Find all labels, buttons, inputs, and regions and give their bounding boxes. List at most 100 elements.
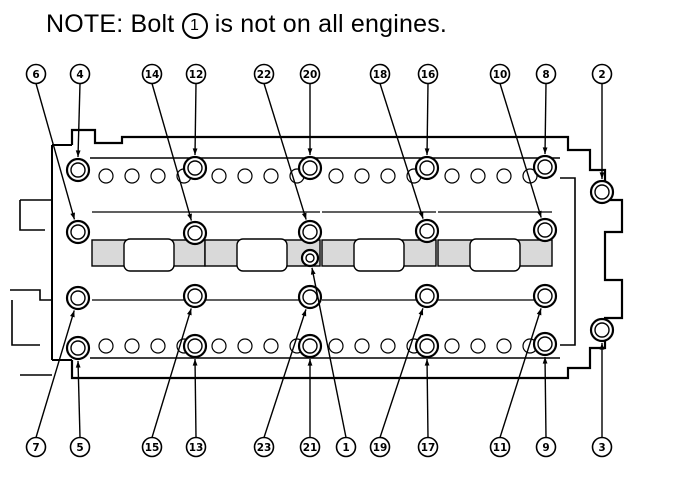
valve-bottom-2-3 <box>263 338 279 354</box>
bolt-head-13 <box>187 338 203 354</box>
valve-top-2-1 <box>211 168 227 184</box>
callout-circle-10 <box>489 63 511 85</box>
bolt-head-19 <box>419 288 435 304</box>
valve-top-1-3 <box>150 168 166 184</box>
bolt-head-7 <box>70 290 86 306</box>
callout-circle-23 <box>253 436 275 458</box>
right-end-plate <box>560 177 576 346</box>
callout-number-20: 20 <box>303 69 318 81</box>
valve-top-4-2 <box>470 168 486 184</box>
bolt-6 <box>65 219 91 245</box>
bolt-11 <box>532 283 558 309</box>
leader-18 <box>379 83 424 219</box>
bolt-head-3 <box>594 322 610 338</box>
callout-17: 17 <box>417 436 439 458</box>
callout-circle-19 <box>369 436 391 458</box>
bolt-head-5 <box>70 340 86 356</box>
callout-4: 4 <box>69 63 91 85</box>
callout-circle-8 <box>535 63 557 85</box>
journal-cap-3 <box>353 238 405 272</box>
callout-15: 15 <box>141 436 163 458</box>
arrowhead-18 <box>418 211 424 219</box>
valve-top-4-1 <box>444 168 460 184</box>
bolt-8 <box>532 154 558 180</box>
leader-9 <box>544 356 547 438</box>
callout-7: 7 <box>25 436 47 458</box>
valve-bottom-4-2 <box>470 338 486 354</box>
bolt-14 <box>182 220 208 246</box>
bolt-13 <box>182 333 208 359</box>
callout-14: 14 <box>141 63 163 85</box>
callout-circle-2 <box>591 63 613 85</box>
bolt-head-15 <box>187 288 203 304</box>
bolt-head-17 <box>419 338 435 354</box>
bolt-5 <box>65 335 91 361</box>
bolt-head-9 <box>537 336 553 352</box>
bolt-head-22 <box>302 224 318 240</box>
head-outer-edge <box>70 128 624 380</box>
callout-8: 8 <box>535 63 557 85</box>
callout-circle-16 <box>417 63 439 85</box>
leader-6 <box>35 83 76 220</box>
callout-circle-18 <box>369 63 391 85</box>
callout-number-21: 21 <box>303 442 318 454</box>
callout-19: 19 <box>369 436 391 458</box>
arrowhead-9 <box>542 357 548 364</box>
callout-circle-17 <box>417 436 439 458</box>
leader-14 <box>151 83 193 221</box>
leader-4 <box>77 83 81 158</box>
callout-circle-22 <box>253 63 275 85</box>
callout-number-18: 18 <box>373 69 388 81</box>
bolt-17 <box>414 333 440 359</box>
callout-22: 22 <box>253 63 275 85</box>
leader-23 <box>263 309 307 438</box>
callout-number-13: 13 <box>189 442 204 454</box>
bolt-head-8 <box>537 159 553 175</box>
valve-top-2-2 <box>237 168 253 184</box>
arrowhead-5 <box>75 361 81 368</box>
valve-top-1-2 <box>124 168 140 184</box>
journal-cap-1 <box>123 238 175 272</box>
bolt-head-4 <box>70 162 86 178</box>
callout-number-2: 2 <box>598 69 605 81</box>
bolt-2 <box>589 179 615 205</box>
callout-number-16: 16 <box>421 69 436 81</box>
callout-number-5: 5 <box>76 442 83 454</box>
callout-13: 13 <box>185 436 207 458</box>
valve-top-3-3 <box>380 168 396 184</box>
callout-number-11: 11 <box>493 442 508 454</box>
valve-top-4-3 <box>496 168 512 184</box>
leader-22 <box>263 83 307 220</box>
note-text: NOTE: Bolt 1 is not on all engines. <box>46 10 447 39</box>
callout-2: 2 <box>591 63 613 85</box>
callout-circle-12 <box>185 63 207 85</box>
callout-number-23: 23 <box>257 442 272 454</box>
callout-9: 9 <box>535 436 557 458</box>
callout-circle-11 <box>489 436 511 458</box>
callout-6: 6 <box>25 63 47 85</box>
arrowhead-19 <box>418 308 424 316</box>
callout-circle-20 <box>299 63 321 85</box>
bolt-head-23 <box>302 289 318 305</box>
bolt-head-1 <box>305 253 315 263</box>
arrowhead-17 <box>424 359 430 366</box>
callout-circle-7 <box>25 436 47 458</box>
bolt-head-14 <box>187 225 203 241</box>
arrowhead-15 <box>187 308 192 316</box>
bolt-head-2 <box>594 184 610 200</box>
bolt-head-18 <box>419 223 435 239</box>
bolt-21 <box>297 333 323 359</box>
leader-5 <box>77 360 81 438</box>
bolt-3 <box>589 317 615 343</box>
cylinder-head-outline <box>10 128 624 380</box>
callout-circle-4 <box>69 63 91 85</box>
bolt-head-12 <box>187 160 203 176</box>
note-circled-number: 1 <box>181 13 208 39</box>
bolt-20 <box>297 155 323 181</box>
bolt-10 <box>532 217 558 243</box>
callout-number-7: 7 <box>32 442 39 454</box>
arrowhead-8 <box>542 147 548 154</box>
bolt-16 <box>414 155 440 181</box>
valve-bottom-1-1 <box>98 338 114 354</box>
callout-circle-6 <box>25 63 47 85</box>
